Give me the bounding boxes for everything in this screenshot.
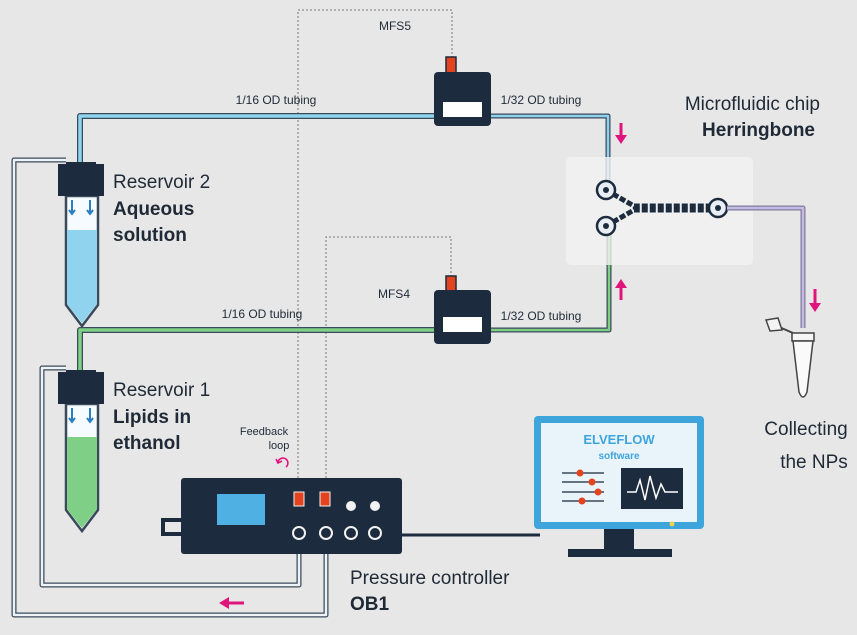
feedback-loop-icon — [275, 457, 289, 468]
controller-title: Pressure controller — [350, 568, 510, 589]
reservoir1-line2: ethanol — [113, 433, 181, 454]
tubing-132-mid-label: 1/32 OD tubing — [501, 309, 582, 323]
mfs5-label: MFS5 — [379, 19, 411, 33]
software-brand: ELVEFLOW — [583, 432, 655, 447]
elveflow-monitor — [534, 416, 704, 557]
mfs4-label: MFS4 — [378, 287, 410, 301]
collect-label-line2: the NPs — [780, 452, 848, 473]
outlet-tubing — [727, 205, 806, 328]
reservoir2-line2: solution — [113, 225, 187, 246]
tubing-132-top-label: 1/32 OD tubing — [501, 93, 582, 107]
graph-icon — [621, 468, 683, 509]
software-sub: software — [598, 451, 640, 462]
chip-title: Microfluidic chip — [685, 94, 820, 115]
flow-sensor-mfs4 — [434, 275, 491, 344]
reservoir2-title: Reservoir 2 — [113, 172, 210, 193]
flow-sensor-mfs5 — [434, 56, 491, 126]
feedback-label-line1: Feedback — [240, 426, 289, 438]
reservoir1-line1: Lipids in — [113, 407, 191, 428]
microfluidic-chip — [566, 157, 753, 265]
controller-name: OB1 — [350, 594, 390, 615]
collection-tube-icon — [764, 317, 815, 398]
reservoir-2 — [58, 162, 104, 329]
flow-arrow-icon — [219, 123, 821, 609]
feedback-wires — [297, 9, 453, 478]
feedback-label-line2: loop — [269, 440, 290, 452]
reservoir1-title: Reservoir 1 — [113, 380, 210, 401]
tubing-116-mid-label: 1/16 OD tubing — [222, 307, 303, 321]
chip-name: Herringbone — [702, 120, 815, 141]
pressure-controller-ob1 — [161, 478, 540, 554]
tubing-116-top-label: 1/16 OD tubing — [236, 93, 317, 107]
collect-label-line1: Collecting — [764, 419, 847, 440]
pressure-lines-inner — [12, 158, 328, 617]
reservoir2-line1: Aqueous — [113, 199, 194, 220]
reservoir-1 — [58, 370, 104, 534]
